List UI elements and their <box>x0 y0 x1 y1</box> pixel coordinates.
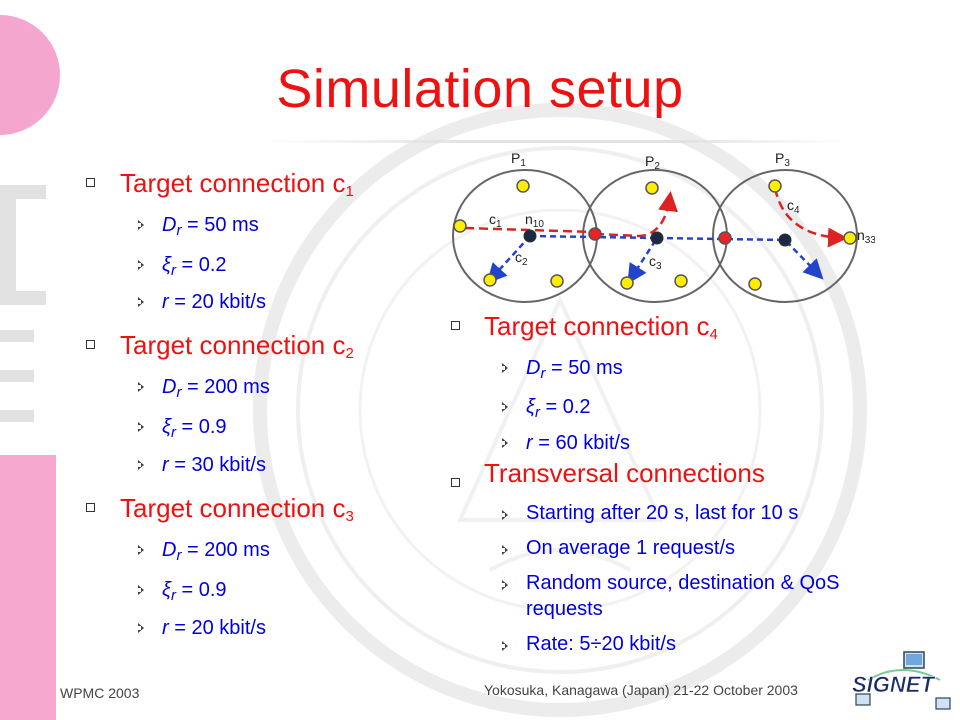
transversal-random-item: Random source, destination & QoS <box>526 572 840 594</box>
page-title: Simulation setup <box>276 59 684 119</box>
cell-p3 <box>712 169 858 303</box>
decorative-pink-bar <box>0 455 56 720</box>
square-bullet-icon <box>86 503 95 512</box>
label-p1: P1 <box>511 150 526 169</box>
target-connection-c3-heading: Target connection c3 <box>120 493 354 525</box>
label-n10: n10 <box>525 211 544 230</box>
arrow-bullet-icon <box>138 623 144 633</box>
blue-path-transversal <box>656 236 824 280</box>
label-p2: P2 <box>645 153 660 172</box>
transversal-connections-heading: Transversal connections <box>484 458 765 488</box>
c3-loss-item: ξr = 0.9 <box>162 579 227 604</box>
arrow-bullet-icon <box>502 438 508 448</box>
square-bullet-icon <box>451 321 460 330</box>
title-underline <box>260 140 850 143</box>
red-path-c2-segment <box>594 191 678 238</box>
c2-rate-item: r = 30 kbit/s <box>162 454 266 476</box>
arrow-bullet-icon <box>138 545 144 555</box>
footer-conference: WPMC 2003 <box>60 685 140 701</box>
arrow-bullet-icon <box>502 580 508 590</box>
transversal-start-item: Starting after 20 s, last for 10 s <box>526 502 799 524</box>
transversal-average-item: On average 1 request/s <box>526 537 736 559</box>
decorative-margin-glyph <box>0 370 34 382</box>
c1-rate-item: r = 20 kbit/s <box>162 291 266 313</box>
decorative-margin-glyph <box>16 185 46 199</box>
c4-rate-item: r = 60 kbit/s <box>526 432 630 454</box>
arrow-bullet-icon <box>502 641 508 651</box>
red-path-c4 <box>773 187 848 248</box>
label-n33: n33 <box>857 227 875 246</box>
arrow-bullet-icon <box>138 460 144 470</box>
footer-location-date: Yokosuka, Kanagawa (Japan) 21-22 October… <box>484 682 798 698</box>
arrow-bullet-icon <box>502 402 508 412</box>
label-c1: c1 <box>489 211 502 230</box>
blue-path-c3 <box>529 234 660 285</box>
square-bullet-icon <box>86 340 95 349</box>
university-seal-watermark <box>253 103 867 717</box>
square-bullet-icon <box>86 178 95 187</box>
label-p3: P3 <box>775 150 790 169</box>
label-c4: c4 <box>787 197 800 216</box>
arrow-bullet-icon <box>138 422 144 432</box>
arrow-bullet-icon <box>502 510 508 520</box>
base-station-nodes <box>523 229 792 247</box>
c3-rate-item: r = 20 kbit/s <box>162 617 266 639</box>
decorative-margin-glyph <box>16 291 46 305</box>
svg-text:SIGNET: SIGNET <box>852 672 935 697</box>
c3-delay-item: Dr = 200 ms <box>162 539 270 564</box>
arrow-bullet-icon <box>138 382 144 392</box>
label-c2: c2 <box>515 249 528 268</box>
target-connection-c2-heading: Target connection c2 <box>120 330 354 362</box>
decorative-pink-circle <box>0 15 60 135</box>
c2-loss-item: ξr = 0.9 <box>162 416 227 441</box>
network-diagram: P1 P2 P3 c1 n10 c2 c3 c4 n33 <box>452 150 875 303</box>
c4-loss-item: ξr = 0.2 <box>526 396 591 421</box>
arrow-bullet-icon <box>138 585 144 595</box>
decorative-margin-glyph <box>0 185 16 305</box>
arrow-bullet-icon <box>138 220 144 230</box>
c4-delay-item: Dr = 50 ms <box>526 357 623 382</box>
square-bullet-icon <box>451 478 460 487</box>
target-connection-c1-heading: Target connection c1 <box>120 168 354 200</box>
label-c3: c3 <box>649 253 662 272</box>
arrow-bullet-icon <box>502 545 508 555</box>
decorative-margin-glyph <box>0 410 34 422</box>
terminal-nodes <box>453 179 857 291</box>
arrow-bullet-icon <box>502 363 508 373</box>
arrow-bullet-icon <box>138 297 144 307</box>
c2-delay-item: Dr = 200 ms <box>162 376 270 401</box>
relay-nodes <box>588 227 732 245</box>
arrow-bullet-icon <box>138 260 144 270</box>
signet-logo: SIGNET <box>852 651 951 710</box>
c1-loss-item: ξr = 0.2 <box>162 254 227 279</box>
transversal-random-item-continued: requests <box>526 598 603 620</box>
transversal-rate-item: Rate: 5÷20 kbit/s <box>526 633 676 655</box>
c1-delay-item: Dr = 50 ms <box>162 214 259 239</box>
decorative-margin-glyph <box>0 330 34 342</box>
target-connection-c4-heading: Target connection c4 <box>484 311 718 343</box>
